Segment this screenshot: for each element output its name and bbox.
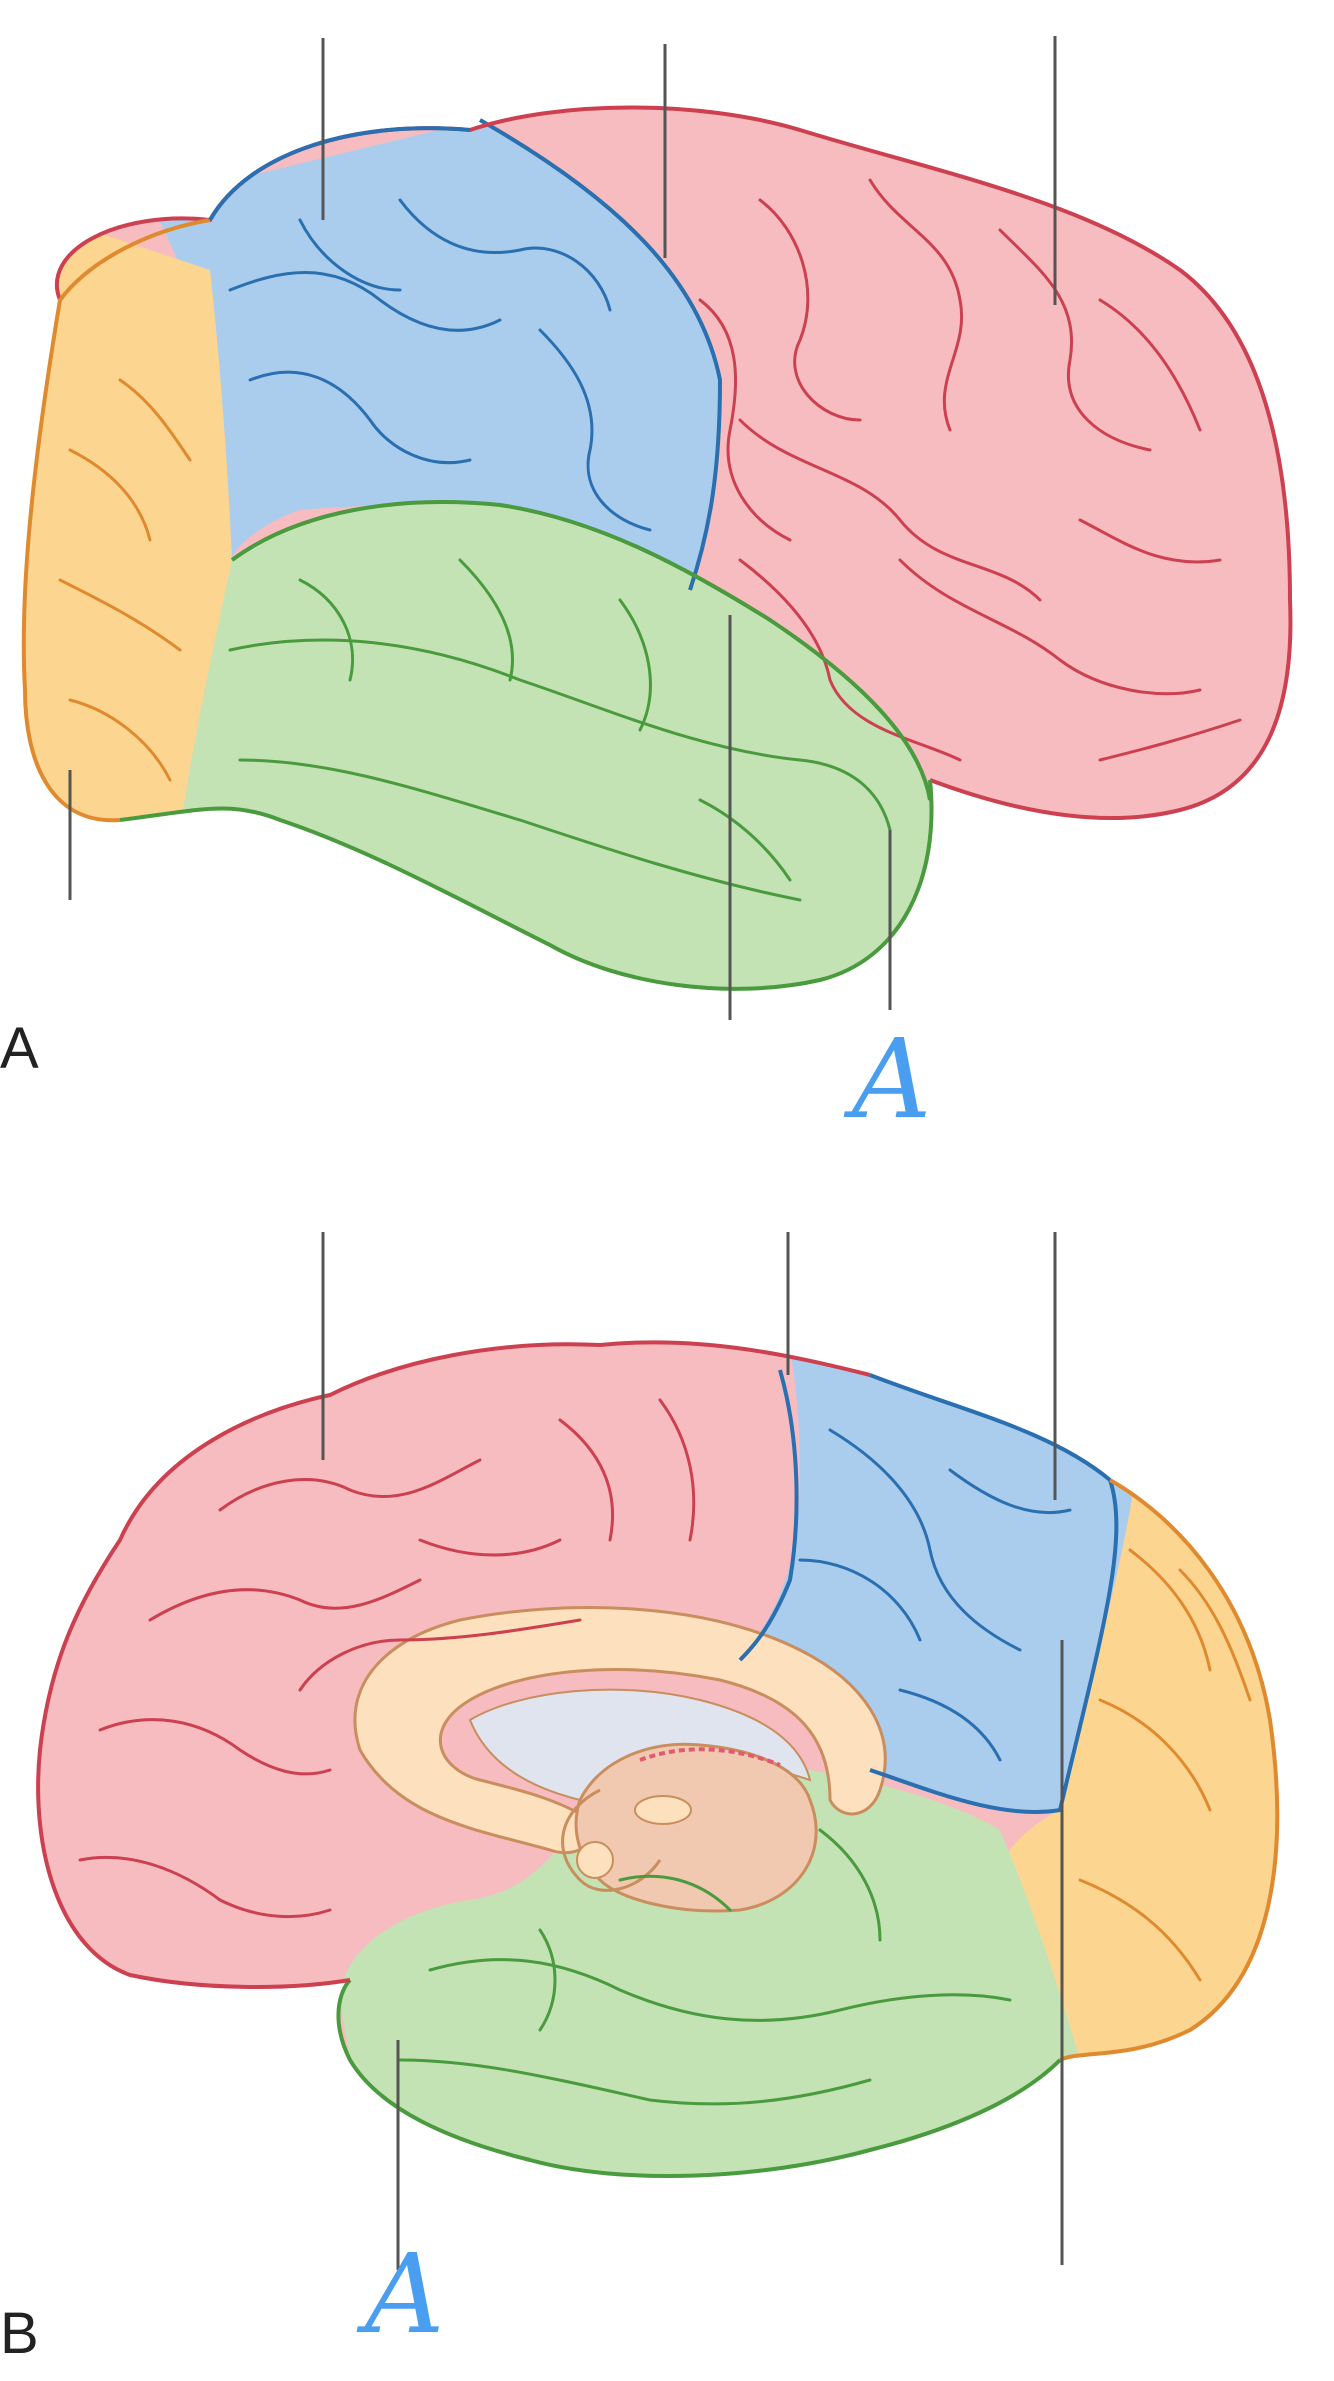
lateral-view-brain: [0, 0, 1334, 1020]
medial-view-brain: [0, 1232, 1334, 2300]
handwritten-label-a: A: [852, 1015, 931, 1143]
interthalamic-adhesion: [635, 1796, 691, 1824]
handwritten-label-b: A: [365, 2230, 444, 2358]
panel-label-b: B: [0, 2300, 39, 2367]
panel-label-a: A: [0, 1015, 39, 1082]
